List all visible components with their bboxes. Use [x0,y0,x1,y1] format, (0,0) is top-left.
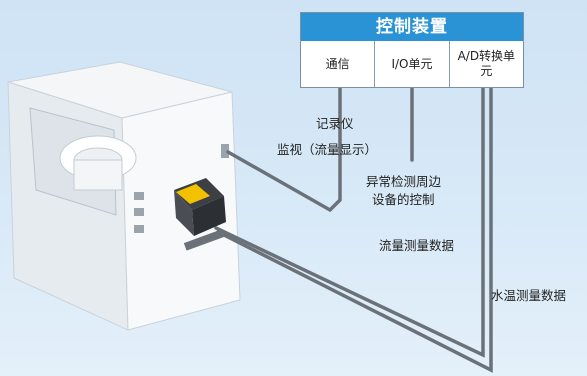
unit-communication: 通信 [301,41,376,87]
label-recorder: 记录仪 [316,116,354,131]
control-device-title: 控制装置 [301,13,523,41]
cable-flow [214,72,485,358]
label-periphery-line2: 设备的控制 [372,192,435,207]
control-device-panel: 控制装置 通信 I/O单元 A/D转换单元 [300,12,524,88]
label-flow-data: 流量测量数据 [379,238,455,253]
flow-sensor [174,178,226,251]
cable-water-temp [216,72,493,373]
cable-communication [226,72,342,213]
control-device-units: 通信 I/O单元 A/D转换单元 [301,41,523,87]
label-water-temp-data: 水温测量数据 [491,288,567,303]
label-periphery-line1: 异常检测周边 [366,174,442,189]
machine-cabinet [7,61,241,331]
unit-ad-converter: A/D转换单元 [457,49,516,78]
unit-io: I/O单元 [375,41,450,87]
label-monitor: 监视（流量显示） [277,142,378,157]
signal-cables [214,72,493,373]
